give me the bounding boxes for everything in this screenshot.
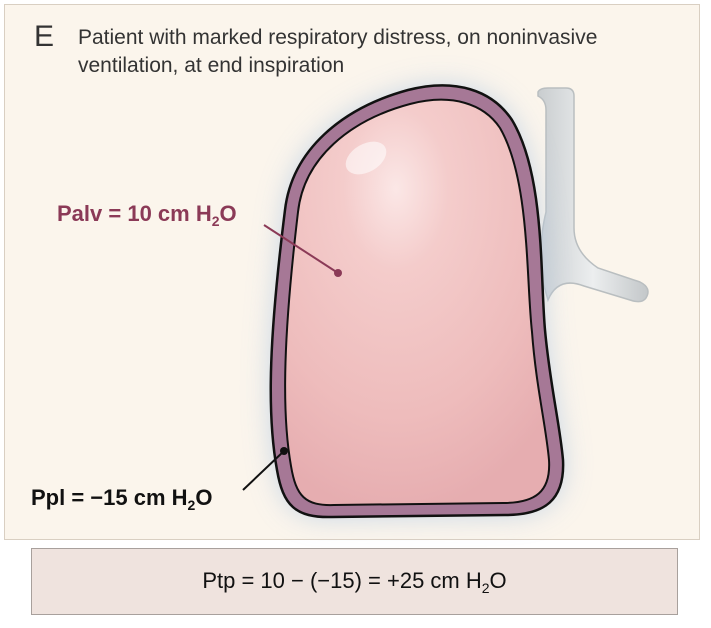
ppl-label-text: Ppl = −15 cm H — [31, 485, 188, 510]
trachea-bronchus — [538, 88, 648, 302]
palv-label-text: Palv = 10 cm H — [57, 201, 212, 226]
palv-label-subscript: 2 — [212, 213, 220, 229]
formula-suffix: O — [490, 568, 507, 593]
transpulmonary-pressure-formula: Ptp = 10 − (−15) = +25 cm H2O — [32, 568, 677, 594]
formula-text: Ptp = 10 − (−15) = +25 cm H — [202, 568, 481, 593]
ppl-label: Ppl = −15 cm H2O — [31, 485, 212, 511]
formula-subscript: 2 — [482, 580, 490, 596]
ppl-dot — [280, 447, 288, 455]
panel-letter: E — [34, 22, 54, 52]
panel-title: Patient with marked respiratory distress… — [78, 24, 678, 80]
formula-box: Ptp = 10 − (−15) = +25 cm H2O — [31, 548, 678, 615]
palv-label-suffix: O — [220, 201, 237, 226]
airway — [538, 88, 648, 302]
palv-dot — [334, 269, 342, 277]
palv-label: Palv = 10 cm H2O — [57, 201, 237, 227]
ppl-label-suffix: O — [195, 485, 212, 510]
lung — [285, 100, 549, 505]
